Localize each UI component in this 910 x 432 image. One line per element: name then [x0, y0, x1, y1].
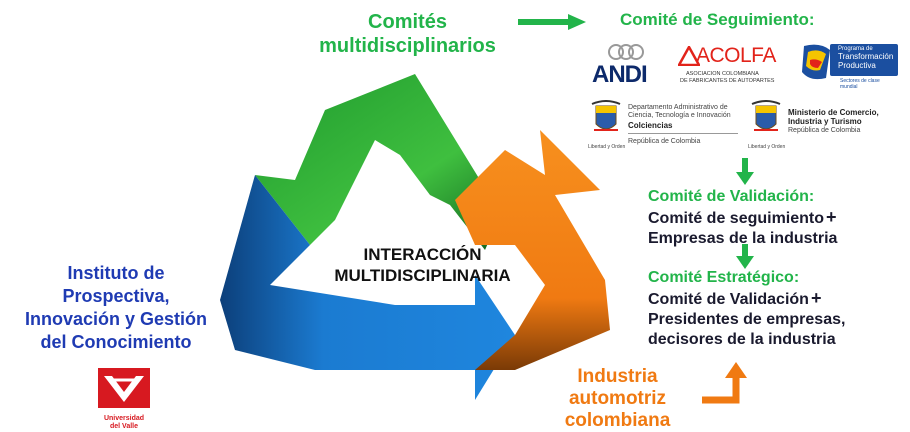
strategic-title: Comité Estratégico:	[648, 269, 800, 286]
mincomercio-logo: Libertad y Orden Ministerio de Comercio,…	[748, 100, 898, 158]
andi-wordmark: ANDI	[592, 61, 648, 88]
committees-line1: Comités	[368, 11, 447, 33]
orange-arrow-shape	[455, 130, 610, 370]
validation-line-1: Comité de seguimiento+	[648, 207, 903, 229]
validation-line-2: Empresas de la industria	[648, 230, 838, 247]
univalle-text-1: Universidad	[103, 415, 145, 422]
committees-line2: multidisciplinarios	[319, 35, 496, 57]
andi-emblem-icon	[608, 44, 644, 60]
plus-sign-2: +	[810, 288, 822, 308]
mincomercio-text-2: Industria y Turismo	[788, 117, 862, 126]
industry-label: Industria automotriz colombiana	[540, 366, 695, 432]
ptp-label-box: Programa de Transformación Productiva	[830, 44, 898, 76]
colombia-coat-of-arms-icon-2	[751, 100, 781, 131]
seguimiento-title: Comité de Seguimiento:	[620, 10, 815, 29]
validation-committee: Comité de Validación: Comité de seguimie…	[648, 187, 903, 249]
strategic-line-3: decisores de la industria	[648, 331, 836, 348]
center-line-2: MULTIDISCIPLINARIA	[334, 266, 511, 285]
colombia-coat-of-arms-icon	[591, 100, 621, 131]
blue-arrow-shape	[220, 175, 515, 400]
interaction-cycle-diagram	[220, 74, 610, 400]
validation-title: Comité de Validación:	[648, 188, 815, 205]
plus-sign-1: +	[826, 207, 837, 227]
orange-bent-arrow-icon	[702, 362, 747, 404]
ptp-text-1: Programa de	[838, 46, 873, 52]
institute-line-2: Prospectiva,	[62, 286, 170, 306]
acolfa-subtitle-2: DE FABRICANTES DE AUTOPARTES	[680, 78, 775, 84]
ptp-emblem-icon	[802, 44, 830, 80]
ptp-text-3: Productiva	[838, 61, 876, 70]
strategic-line-1-text: Comité de Validación	[648, 291, 809, 308]
green-arrow-shape	[255, 74, 520, 250]
ptp-text-4: Sectores de clase mundial	[840, 78, 880, 90]
validation-line-1-text: Comité de seguimiento	[648, 210, 825, 227]
center-line-1: INTERACCIÓN	[363, 245, 482, 264]
strategic-line-2: Presidentes de empresas,	[648, 311, 846, 328]
colciencias-text-2: Ciencia, Tecnología e Innovación	[628, 112, 731, 119]
down-arrow-icon-2	[736, 244, 754, 269]
libertad-orden-text-2: Libertad y Orden	[748, 144, 786, 150]
strategic-line-1: Comité de Validación+	[648, 288, 903, 310]
mincomercio-text-3: República de Colombia	[788, 127, 861, 134]
center-interaction-label: INTERACCIÓN MULTIDISCIPLINARIA	[300, 244, 545, 286]
acolfa-subtitle-1: ASOCIACION COLOMBIANA	[686, 71, 759, 77]
industry-line-2: automotriz	[568, 388, 667, 409]
colciencias-text-3: Colciencias	[628, 121, 738, 134]
acolfa-wordmark: ACOLFA	[696, 44, 776, 67]
mincomercio-text-1: Ministerio de Comercio,	[788, 108, 879, 117]
ptp-text-2: Transformación	[838, 52, 894, 61]
industry-line-1: Industria	[577, 366, 658, 387]
univalle-emblem-icon	[98, 368, 150, 408]
right-arrow-icon	[518, 14, 586, 30]
down-arrow-icon-1	[736, 158, 754, 185]
strategic-committee: Comité Estratégico: Comité de Validación…	[648, 268, 903, 350]
institute-label: Instituto de Prospectiva, Innovación y G…	[2, 262, 230, 354]
univalle-logo: Universidad del Valle	[96, 366, 152, 430]
committees-label: Comités multidisciplinarios	[300, 10, 515, 58]
institute-line-4: del Conocimiento	[40, 332, 192, 352]
colciencias-logo: Libertad y Orden Departamento Administra…	[588, 100, 738, 158]
ptp-logo: Programa de Transformación Productiva Se…	[800, 40, 898, 90]
acolfa-logo: ACOLFA ASOCIACION COLOMBIANA DE FABRICAN…	[678, 44, 793, 89]
industry-line-3: colombiana	[564, 410, 671, 431]
acolfa-emblem-icon	[678, 46, 700, 66]
andi-logo: ANDI	[588, 42, 663, 88]
institute-line-3: Innovación y Gestión	[24, 309, 208, 329]
colciencias-text-1: Departamento Administrativo de	[628, 104, 728, 111]
univalle-text-2: del Valle	[109, 423, 139, 430]
libertad-orden-text-1: Libertad y Orden	[588, 144, 626, 150]
institute-line-1: Instituto de	[67, 263, 165, 283]
colciencias-text-4: República de Colombia	[628, 138, 701, 145]
